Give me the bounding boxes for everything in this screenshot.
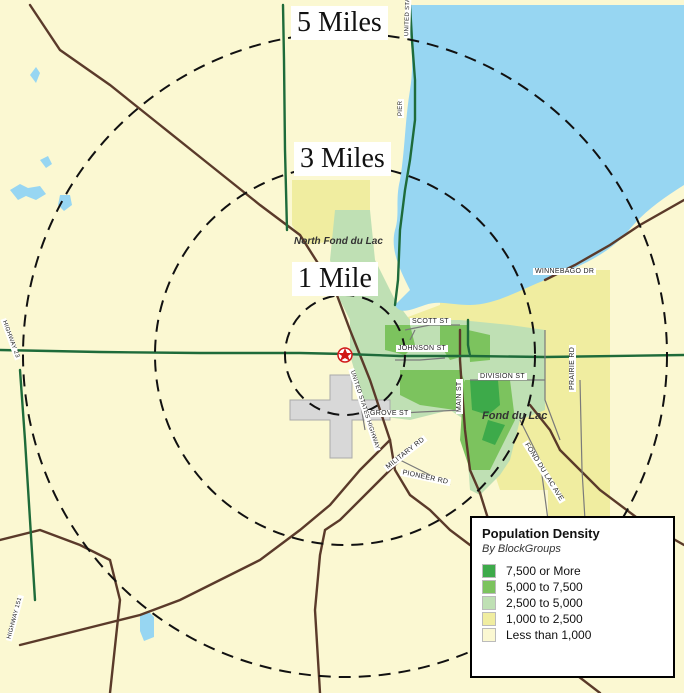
road-label-scott-st: SCOTT ST [410, 318, 451, 325]
legend-swatch [482, 596, 496, 610]
map-legend: Population Density By BlockGroups 7,500 … [470, 516, 675, 678]
place-label-north-fond-du-lac: North Fond du Lac [294, 236, 383, 247]
place-label-fond-du-lac: Fond du Lac [482, 410, 548, 422]
legend-item: 5,000 to 7,500 [482, 579, 663, 595]
legend-swatch [482, 612, 496, 626]
road-label-grove-st: GROVE ST [368, 410, 411, 417]
legend-swatch [482, 580, 496, 594]
center-star-icon[interactable] [337, 347, 353, 363]
major-roads [0, 3, 684, 693]
road-label-main-st: MAIN ST [456, 379, 463, 414]
ring-label-1-mile: 1 Mile [292, 262, 378, 296]
ring-3-miles [154, 164, 536, 546]
small-ponds [10, 67, 154, 641]
legend-item: 2,500 to 5,000 [482, 595, 663, 611]
legend-swatch [482, 628, 496, 642]
legend-swatch [482, 564, 496, 578]
density-7500-plus [470, 380, 505, 445]
road-label-winnebago-dr: WINNEBAGO DR [533, 268, 597, 275]
legend-item-label: 5,000 to 7,500 [506, 580, 583, 594]
ring-label-5-miles: 5 Miles [291, 6, 388, 40]
legend-item: Less than 1,000 [482, 627, 663, 643]
road-label-johnson-st: JOHNSON ST [396, 345, 449, 352]
ring-5-miles [22, 32, 668, 678]
ring-label-3-miles: 3 Miles [294, 142, 391, 176]
airport-area [289, 374, 391, 459]
legend-subtitle: By BlockGroups [482, 543, 561, 555]
legend-title: Population Density [482, 526, 600, 541]
legend-item-label: 1,000 to 2,500 [506, 612, 583, 626]
road-label-prairie-rd: PRAIRIE RD [569, 344, 576, 392]
legend-item-label: 7,500 or More [506, 564, 581, 578]
legend-item-label: 2,500 to 5,000 [506, 596, 583, 610]
legend-item: 1,000 to 2,500 [482, 611, 663, 627]
road-label-pier: PIER [398, 98, 404, 118]
road-label-division-st: DIVISION ST [478, 373, 527, 380]
legend-item: 7,500 or More [482, 563, 663, 579]
lake-winnebago [393, 5, 684, 311]
legend-item-label: Less than 1,000 [506, 628, 592, 642]
